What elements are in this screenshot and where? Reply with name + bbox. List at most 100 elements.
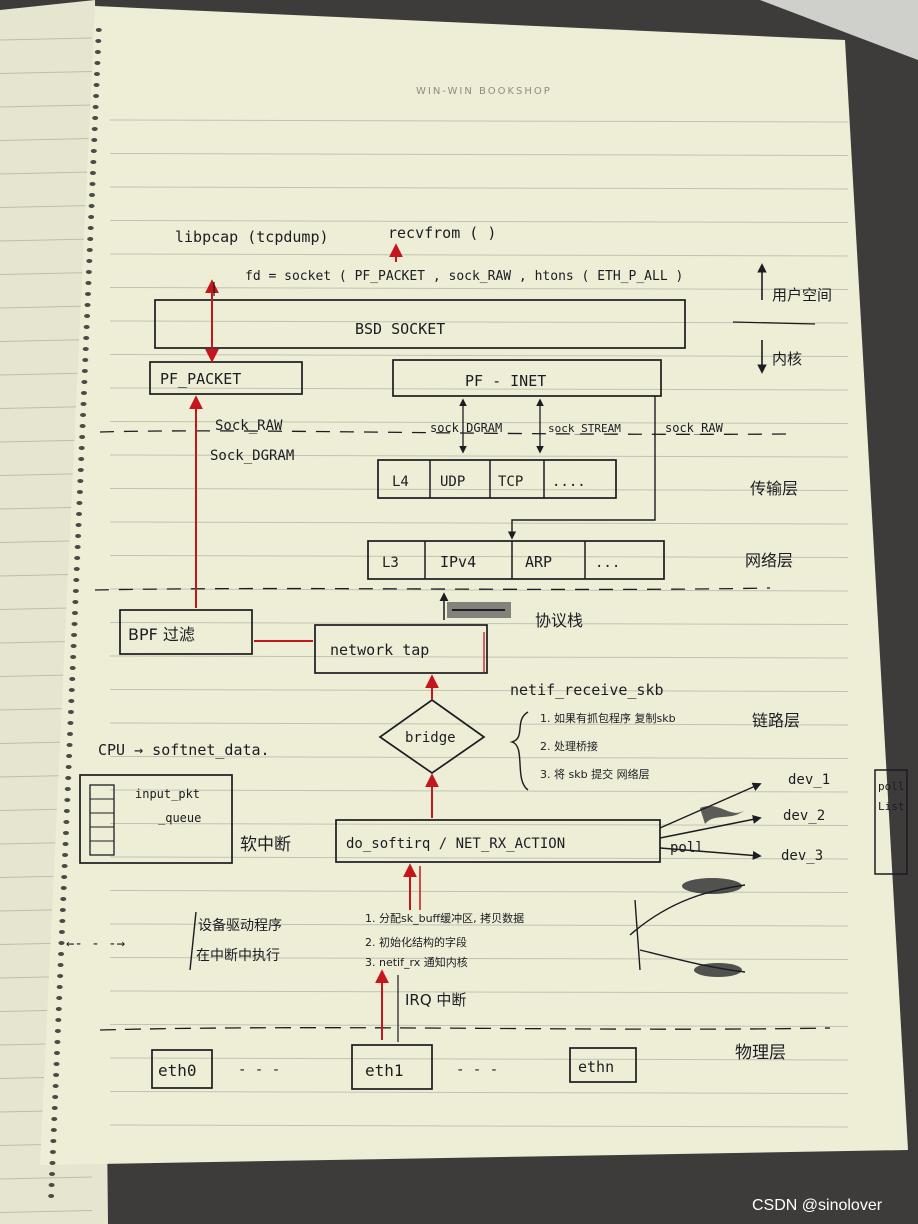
dots-right: - - - <box>456 1062 498 1078</box>
ruled-line <box>109 622 849 625</box>
driver-label-1: 设备驱动程序 <box>198 917 282 934</box>
ruled-line <box>109 1091 849 1094</box>
ruled-line <box>109 387 849 391</box>
separator-physical <box>99 1027 831 1031</box>
spiral-hole <box>53 1062 60 1066</box>
l4-cell-1: UDP <box>440 474 465 490</box>
eth1-box <box>351 1044 433 1090</box>
driver-step-3: 3. netif_rx 通知内核 <box>365 955 468 969</box>
spiral-hole <box>63 820 70 824</box>
spiral-hole <box>49 1161 56 1165</box>
spiral-hole <box>58 952 65 956</box>
spiral-hole <box>80 413 87 417</box>
spiral-hole <box>81 369 88 373</box>
spiral-hole <box>66 743 73 747</box>
spiral-hole <box>85 281 92 285</box>
separator-user-kernel <box>99 430 791 435</box>
dots-left: - - - <box>238 1062 280 1078</box>
sock-dgram-label: sock DGRAM <box>430 421 502 435</box>
spiral-hole <box>80 391 87 395</box>
network-layer-label: 网络层 <box>745 551 793 570</box>
spiral-hole <box>66 754 73 758</box>
left-ruled-line <box>0 171 93 175</box>
sock-stream-label: sock_STREAM <box>548 422 621 435</box>
spiral-hole <box>85 270 92 274</box>
eth0-label: eth0 <box>158 1061 197 1080</box>
left-ruled-line <box>0 104 93 108</box>
spiral-hole <box>50 1139 57 1143</box>
socket-call-label: fd = socket ( PF_PACKET , sock_RAW , hto… <box>245 269 683 284</box>
spiral-hole <box>62 842 69 846</box>
spiral-hole <box>54 1029 61 1033</box>
spiral-hole <box>53 1073 60 1077</box>
poll-list-label-1: poll <box>878 780 905 793</box>
pf-packet-box <box>149 361 303 395</box>
spiral-hole <box>60 886 67 890</box>
spiral-hole <box>62 831 69 835</box>
spiral-hole <box>49 1172 56 1176</box>
left-ruled-line <box>0 339 93 342</box>
spiral-hole <box>79 435 86 439</box>
ethn-label: ethn <box>578 1058 614 1076</box>
spiral-hole <box>53 1051 60 1055</box>
spiral-hole <box>74 545 81 549</box>
bridge-label: bridge <box>405 730 456 746</box>
spiral-hole <box>73 578 80 582</box>
physical-layer-label: 物理层 <box>735 1043 786 1063</box>
spiral-hole <box>67 732 74 736</box>
spiral-hole <box>88 215 95 219</box>
ruled-line <box>109 957 849 960</box>
spiral-hole <box>77 479 84 483</box>
netif-step-3: 3. 将 skb 提交 网络层 <box>540 767 650 781</box>
ruled-line <box>109 856 849 860</box>
poll-label: poll <box>670 840 704 856</box>
spiral-hole <box>81 380 88 384</box>
spiral-hole <box>95 28 102 32</box>
poll-list-label-2: List <box>878 800 905 813</box>
l3-cell-2: ARP <box>525 553 552 571</box>
spiral-hole <box>59 919 66 923</box>
spiral-hole <box>60 897 67 901</box>
ruled-line <box>109 1024 849 1027</box>
spiral-hole <box>94 50 101 54</box>
spiral-hole <box>78 457 85 461</box>
spiral-hole <box>94 61 101 65</box>
spiral-hole <box>95 39 102 43</box>
spiral-hole <box>76 501 83 505</box>
spiral-hole <box>49 1150 56 1154</box>
spiral-hole <box>75 523 82 527</box>
spiral-hole <box>83 325 90 329</box>
l4-box <box>377 459 617 499</box>
spiral-hole <box>59 908 66 912</box>
queue-label: _queue <box>158 811 201 825</box>
ruled-line <box>109 153 849 156</box>
spiral-hole <box>72 589 79 593</box>
spiral-hole <box>89 182 96 186</box>
ruled-line <box>109 1124 849 1128</box>
spiral-hole <box>56 985 63 989</box>
ruled-line <box>109 1057 849 1061</box>
left-ruled-line <box>0 37 93 41</box>
bridge-diamond <box>378 698 486 775</box>
left-ruled-line <box>0 305 93 309</box>
left-ruled-line <box>0 238 93 242</box>
l4-cell-0: L4 <box>392 474 409 490</box>
network-tap-box <box>314 624 488 674</box>
spiral-hole <box>73 567 80 571</box>
spiral-hole <box>55 1018 62 1022</box>
spiral-hole <box>65 776 72 780</box>
spiral-hole <box>86 259 93 263</box>
ruled-lines <box>109 119 849 1128</box>
driver-step-2: 2. 初始化结构的字段 <box>365 935 467 949</box>
spiral-hole <box>92 116 99 120</box>
ruled-line <box>109 521 849 525</box>
ruled-line <box>109 923 849 927</box>
dev-2-label: dev_2 <box>783 808 825 824</box>
bsd-socket-label: BSD SOCKET <box>355 320 445 338</box>
ruled-line <box>109 253 849 257</box>
recvfrom-label: recvfrom ( ) <box>388 224 496 242</box>
spiral-hole <box>67 710 74 714</box>
sock-raw-left-label: Sock_RAW <box>215 418 283 434</box>
transport-layer-label: 传输层 <box>750 479 798 498</box>
spiral-hole <box>57 974 64 978</box>
